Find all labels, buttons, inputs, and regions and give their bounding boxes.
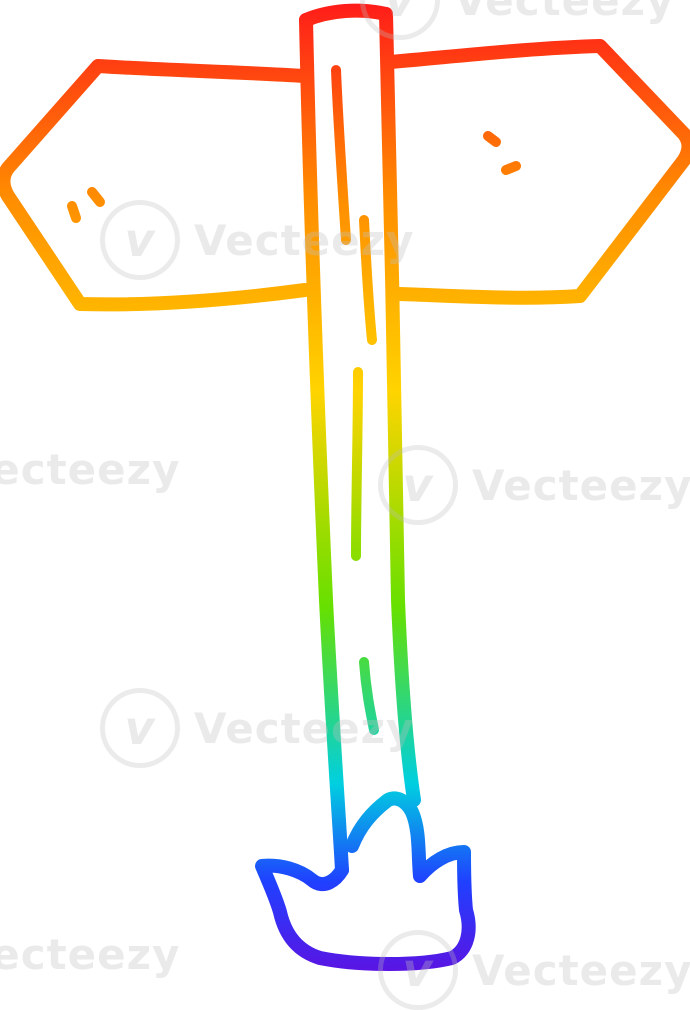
left-dot-2 — [87, 187, 105, 207]
left-sign-board — [0, 59, 312, 312]
right-sign-board — [383, 39, 690, 305]
right-dot-1 — [483, 131, 501, 147]
wood-grain-4 — [359, 657, 379, 735]
wood-grain-3 — [351, 367, 363, 561]
grass-tuft — [255, 791, 476, 971]
right-dot-2 — [501, 161, 521, 175]
post-right-edge — [379, 7, 421, 807]
wood-grain-2 — [359, 215, 377, 345]
signpost-drawing — [0, 3, 690, 971]
post-left-edge — [299, 13, 349, 877]
wood-grain-1 — [331, 65, 351, 245]
post-top — [299, 3, 393, 27]
left-dot-1 — [67, 201, 81, 223]
